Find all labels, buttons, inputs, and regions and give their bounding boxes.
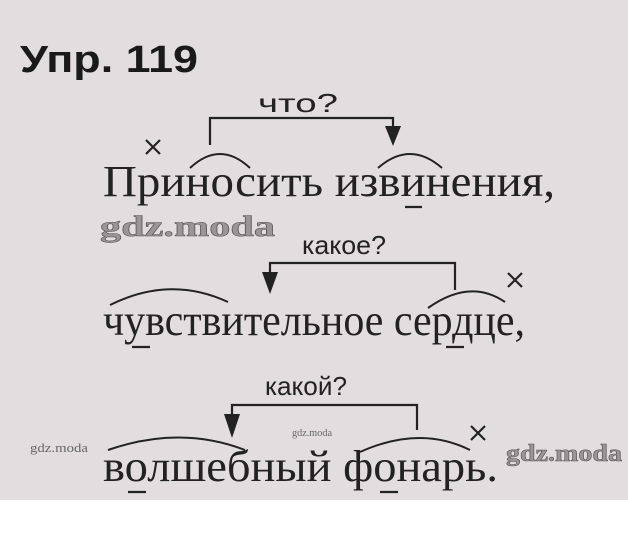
phrase-3: волшебный фонарь. (103, 442, 498, 491)
question-3: какой? (265, 371, 347, 401)
cross-mark (470, 425, 486, 441)
watermark: gdz.moda (506, 441, 622, 467)
watermark: gdz.moda (292, 427, 332, 439)
dependency-arrow-1 (208, 116, 401, 146)
arrow-head (385, 126, 401, 146)
textbook-scan (0, 0, 628, 500)
phrase-2: чувствительное сердце, (103, 296, 525, 345)
arrow-head (224, 414, 240, 438)
question-1: что? (258, 88, 338, 118)
dependency-arrow-3 (224, 403, 419, 438)
watermark: gdz.moda (100, 210, 275, 243)
phrase-1: Приносить извинения, (103, 157, 555, 206)
arrow-head (262, 272, 278, 294)
question-2: какое? (302, 230, 386, 260)
root-arc (189, 153, 251, 169)
cross-mark (145, 139, 161, 155)
root-arc (109, 288, 229, 306)
dependency-arrow-2 (262, 261, 457, 294)
cross-mark (507, 272, 523, 288)
root-arc (377, 153, 443, 169)
root-arc (427, 290, 506, 309)
root-arc (359, 437, 471, 453)
exercise-title: Упр. 119 (20, 39, 198, 81)
root-arc (107, 436, 246, 451)
watermark: gdz.moda (30, 440, 88, 455)
